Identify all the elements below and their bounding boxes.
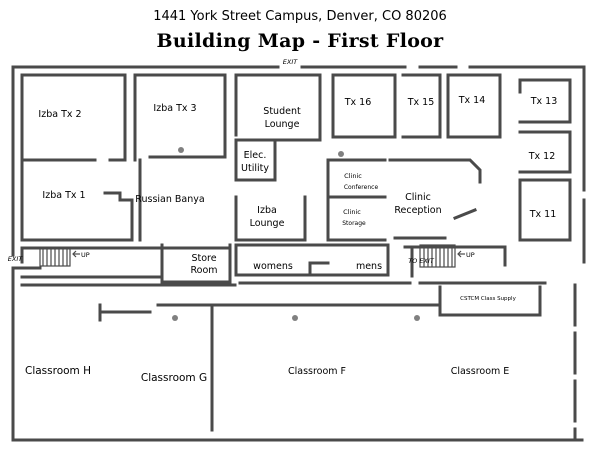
room-clinic-conference-line-2: Conference [344,184,379,191]
stairs-left [39,247,71,267]
room-tx-16: Tx 16 [344,97,372,108]
room-clinic-storage-line-2: Storage [342,220,366,227]
interior-walls [20,73,572,432]
room-elec-utility-line-2: Utility [241,163,269,174]
room-classroom-h: Classroom H [25,365,91,377]
exit-top-label: EXIT [283,58,298,66]
room-clinic-conference-line-1: Clinic [344,172,362,180]
room-clinic-reception-line-2: Reception [394,205,441,216]
to-exit-label: TO EXIT [408,257,435,265]
room-russian-banya: Russian Banya [135,194,204,205]
map-title: Building Map - First Floor [156,30,444,52]
up-arrow-right-icon [457,250,465,258]
room-clinic-storage-line-1: Clinic [343,208,361,216]
markers: EXIT EXIT TO EXIT UP UP [8,58,475,265]
room-student-lounge-line-2: Lounge [265,119,300,130]
up-label-left: UP [81,251,90,259]
dashed-walls [15,283,584,442]
room-student-lounge-line-1: Student [263,106,301,117]
room-mens: mens [356,261,382,272]
room-cstcm-class-supply: CSTCM Class Supply [460,296,516,302]
campus-address: 1441 York Street Campus, Denver, CO 8020… [153,9,447,24]
room-tx-12: Tx 12 [528,151,556,162]
room-tx-13: Tx 13 [530,96,558,107]
exit-left-label: EXIT [8,255,23,263]
room-clinic-reception-line-1: Clinic [405,192,431,203]
room-classroom-e: Classroom E [451,366,510,377]
room-classroom-f: Classroom F [288,366,346,377]
up-label-right: UP [466,251,475,259]
room-izba-lounge-line-1: Izba [257,205,277,216]
room-tx-14: Tx 14 [458,95,486,106]
room-store-room-line-1: Store [191,253,216,264]
room-tx-15: Tx 15 [407,97,435,108]
room-labels: Izba Tx 2 Izba Tx 3 Izba Tx 1 Russian Ba… [25,95,557,384]
room-izba-tx-2: Izba Tx 2 [38,109,81,120]
room-classroom-g: Classroom G [141,372,207,384]
stairs-right [419,244,456,268]
up-arrow-left-icon [72,250,80,258]
room-izba-lounge-line-2: Lounge [250,218,285,229]
room-womens: womens [253,261,293,272]
room-elec-utility-line-1: Elec. [244,150,267,161]
room-izba-tx-3: Izba Tx 3 [153,103,196,114]
room-store-room-line-2: Room [190,265,217,276]
room-izba-tx-1: Izba Tx 1 [42,190,85,201]
columns [172,147,420,321]
room-tx-11: Tx 11 [529,209,557,220]
